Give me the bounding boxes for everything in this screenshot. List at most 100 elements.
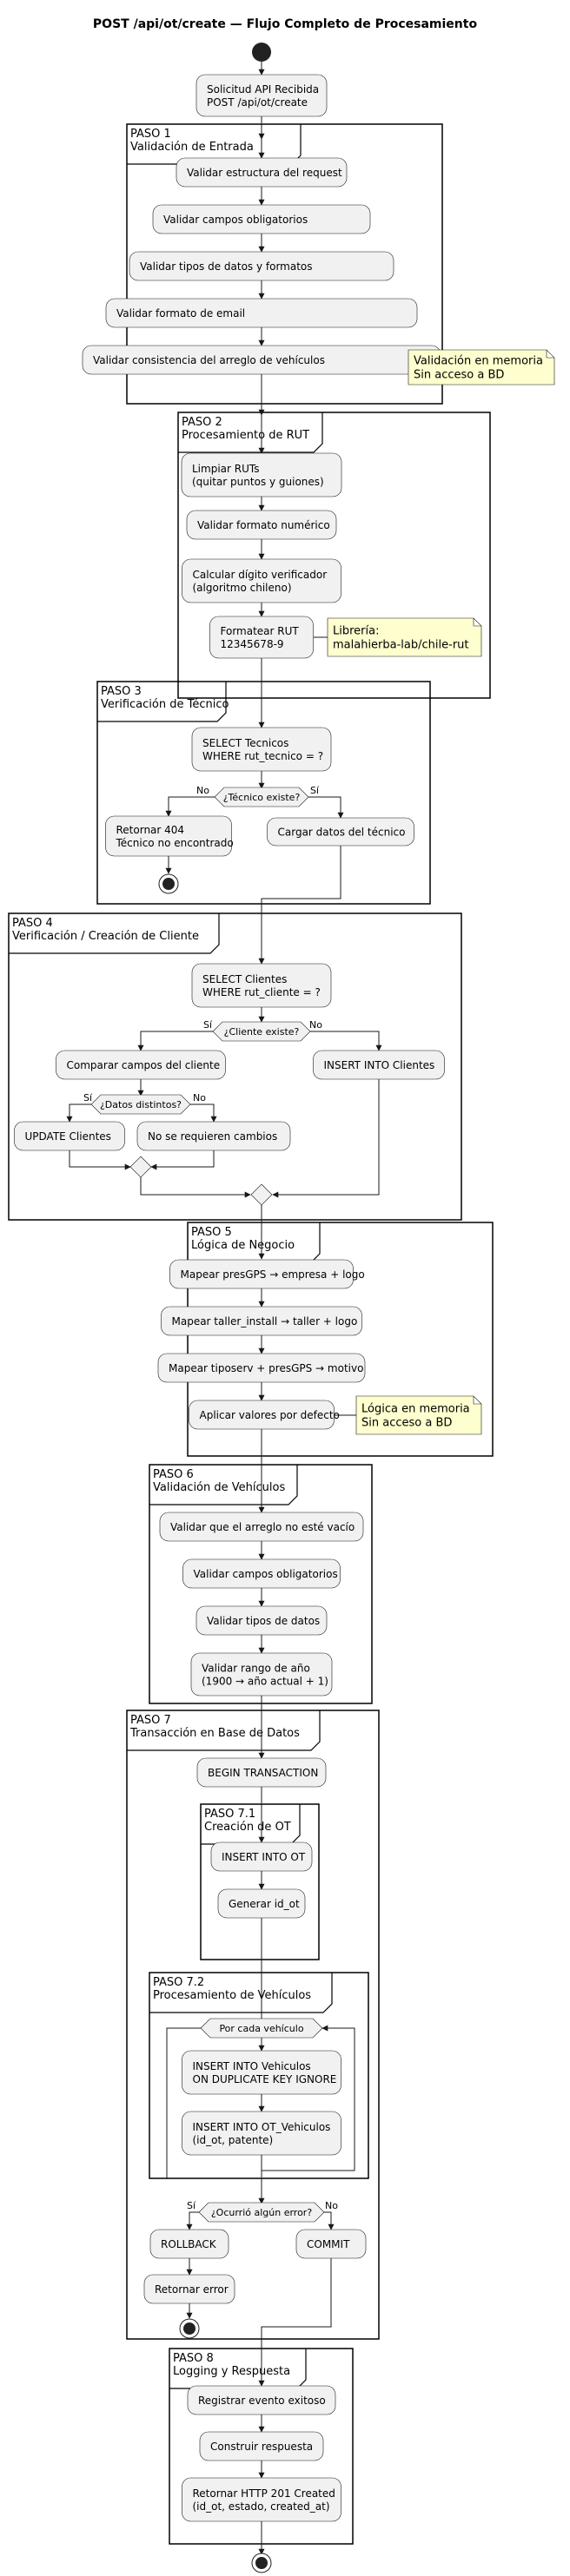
frame-paso-7-2-tab	[149, 1973, 333, 2013]
merge-datos	[129, 1156, 152, 1178]
update-clientes	[14, 1121, 125, 1151]
rollback-text: ROLLBACK	[161, 2238, 217, 2250]
paso1-step-1	[176, 157, 348, 188]
cargar-datos-tecnico-text: Cargar datos del técnico	[278, 826, 406, 838]
select-tecnicos	[191, 727, 332, 772]
frame-paso-7-1	[200, 1803, 320, 1960]
begin-transaction-text: BEGIN TRANSACTION	[208, 1767, 318, 1779]
frame-paso-2-tab	[178, 412, 323, 453]
paso2-step-2	[186, 510, 337, 540]
rollback	[149, 2229, 229, 2259]
paso1-step-3	[129, 251, 394, 281]
end-node-404-core	[162, 878, 175, 890]
paso5-step-3-text: Mapear tiposerv + presGPS → motivo	[169, 1362, 363, 1374]
decision-datos-distintos	[90, 1094, 191, 1115]
decision-error	[198, 2202, 325, 2223]
paso2-step-3	[182, 558, 341, 603]
loop-exit	[166, 2027, 201, 2171]
flow-arrow	[308, 796, 344, 819]
comparar-cliente-text: Comparar campos del cliente	[67, 1059, 221, 1071]
insert-clientes-text: INSERT INTO Clientes	[324, 1059, 435, 1071]
paso6-step-2-text: Validar campos obligatorios	[194, 1568, 338, 1580]
loop-por-cada-vehiculo-text: Por cada vehículo	[219, 2023, 303, 2034]
paso5-step-4-text: Aplicar valores por defecto	[200, 1409, 340, 1421]
retornar-error	[143, 2274, 235, 2304]
insert-ot-vehiculos-text: INSERT INTO OT_Vehiculos(id_ot, patente)	[193, 2121, 331, 2146]
flow-arrow	[258, 846, 341, 965]
frame-paso-7-2	[149, 1972, 369, 2179]
insert-ot-vehiculos	[182, 2111, 341, 2156]
flow-arrow	[190, 1104, 217, 1123]
paso5-step-1	[169, 1259, 354, 1289]
frame-paso-2	[177, 412, 491, 699]
paso1-step-4	[105, 298, 418, 328]
cargar-datos-tecnico	[267, 817, 414, 847]
flow-arrow	[310, 1031, 382, 1051]
flow-arrow	[150, 1150, 215, 1170]
paso6-step-1-text: Validar que el arreglo no esté vacío	[170, 1521, 355, 1533]
frame-paso-4-tab	[9, 913, 220, 954]
insert-ot-text: INSERT INTO OT	[222, 1851, 306, 1863]
paso1-step-2	[152, 204, 371, 234]
flow-arrow	[258, 2258, 332, 2387]
flow-arrow	[165, 796, 215, 817]
merge-cliente	[250, 1183, 273, 1206]
flow-arrow	[140, 1177, 251, 1198]
paso6-step-2	[182, 1558, 341, 1589]
paso5-step-1-text: Mapear presGPS → empresa + logo	[181, 1268, 365, 1281]
registrar-evento-text: Registrar evento exitoso	[198, 2395, 326, 2407]
frame-paso-4	[8, 912, 462, 1221]
construir-respuesta	[199, 2431, 324, 2461]
paso1-step-4-text: Validar formato de email	[116, 307, 245, 320]
select-clientes	[191, 963, 332, 1008]
frame-paso-6-tab	[149, 1465, 298, 1505]
label-no: No	[193, 1092, 206, 1104]
paso6-step-3-text: Validar tipos de datos	[207, 1615, 320, 1627]
paso5-step-4	[189, 1400, 335, 1430]
comparar-cliente	[56, 1050, 226, 1080]
decision-cliente-existe	[212, 1021, 311, 1042]
frame-paso-3	[96, 681, 431, 905]
flow-arrow	[186, 2211, 199, 2230]
frame-paso-7-tab	[127, 1710, 321, 1751]
flow-arrow	[137, 1031, 213, 1051]
insert-ot	[210, 1841, 313, 1872]
frame-paso-5	[187, 1222, 494, 1457]
decision-tecnico-existe-text: ¿Técnico existe?	[223, 792, 301, 803]
paso2-step-1	[181, 452, 342, 497]
paso1-step-2-text: Validar campos obligatorios	[163, 214, 308, 226]
label-si: Sí	[187, 2200, 196, 2211]
paso6-step-3	[196, 1605, 328, 1636]
construir-respuesta-text: Construir respuesta	[210, 2441, 313, 2453]
flow-arrow	[66, 1104, 91, 1123]
insert-vehiculos	[182, 2050, 341, 2095]
api-request-received	[196, 74, 328, 117]
paso5-step-2	[161, 1306, 362, 1336]
label-no: No	[309, 1019, 322, 1031]
flow-arrow	[69, 1150, 131, 1170]
generar-id-ot	[217, 1888, 306, 1919]
paso1-step-3-text: Validar tipos de datos y formatos	[140, 260, 313, 273]
start-node	[252, 43, 271, 62]
paso2-step-3-text: Calcular dígito verificador(algoritmo ch…	[193, 569, 328, 594]
registrar-evento	[187, 2385, 336, 2415]
end-node-error-core	[183, 2322, 196, 2335]
paso1-note	[408, 349, 555, 385]
paso6-step-1	[159, 1512, 364, 1542]
flow-arrow	[272, 1079, 380, 1198]
